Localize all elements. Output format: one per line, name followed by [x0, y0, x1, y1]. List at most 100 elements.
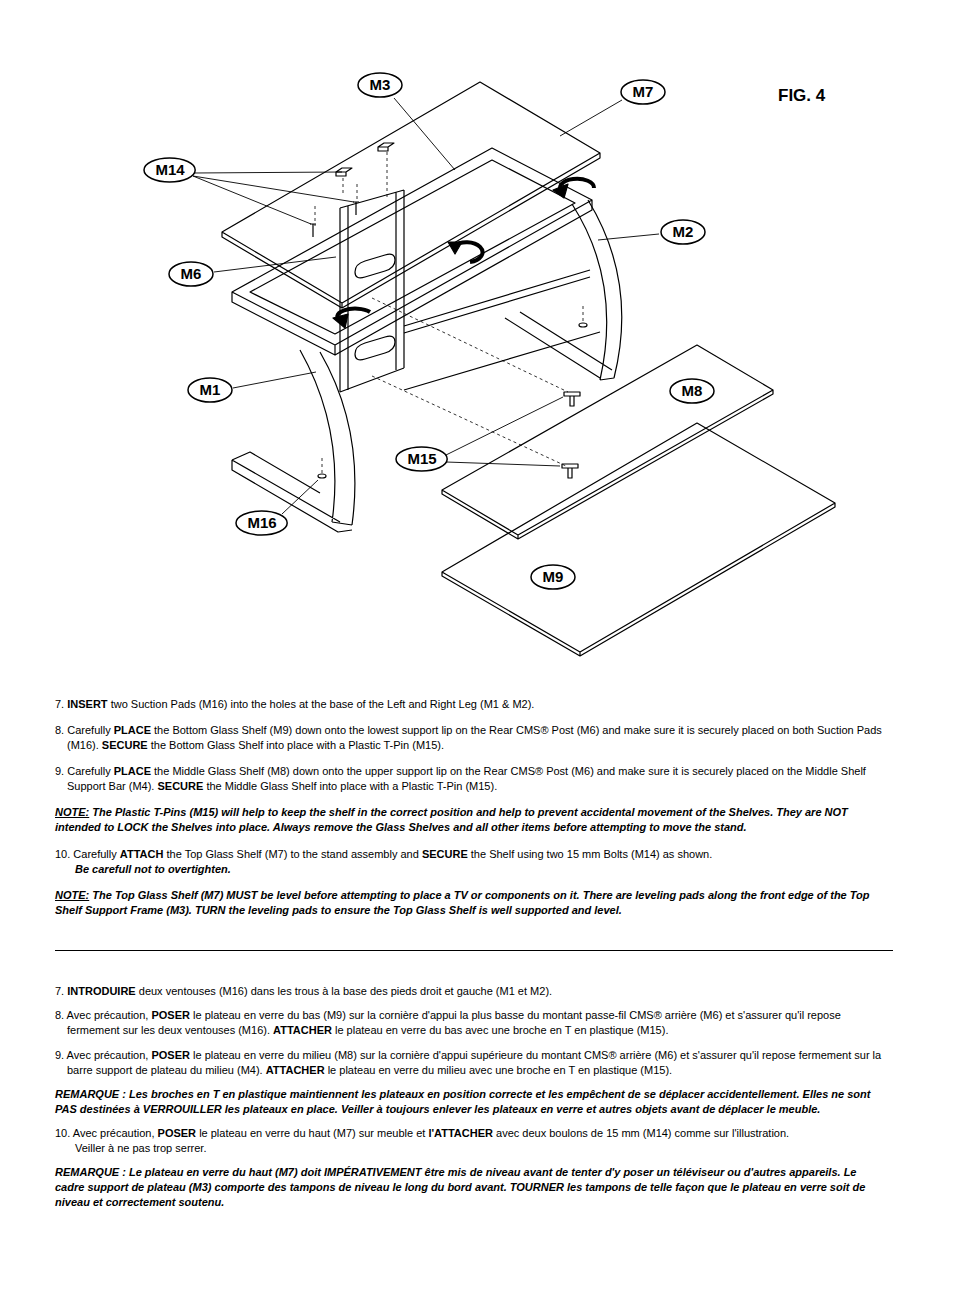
oval-shape — [531, 565, 575, 589]
oval-shape — [661, 220, 705, 244]
instruction-text: le plateau en verre du haut (M7) sur meu… — [199, 1127, 425, 1139]
section-divider — [55, 950, 893, 951]
instruction-paragraph: Veiller à ne pas trop serrer. — [75, 1141, 885, 1156]
instruction-text: le plateau en verre du bas avec une broc… — [335, 1024, 668, 1036]
left-leg — [232, 350, 355, 532]
instruction-paragraph: 9. Carefully PLACE the Middle Glass Shel… — [55, 764, 885, 794]
instruction-text: Veiller à ne pas trop serrer. — [75, 1142, 206, 1154]
callout-number: M9 — [530, 564, 576, 586]
callout-oval: M1 — [187, 377, 233, 403]
instruction-paragraph: 8. Avec précaution, POSER le plateau en … — [55, 1008, 885, 1038]
action-word: ATTACHER — [273, 1024, 332, 1036]
instruction-paragraph: 10. Avec précaution, POSER le plateau en… — [55, 1126, 885, 1141]
arrow-head — [553, 184, 568, 198]
callout-oval: M15 — [395, 446, 448, 472]
oval-shape — [188, 378, 232, 402]
action-word: l'ATTACHER — [428, 1127, 493, 1139]
instruction-paragraph: 10. Carefully ATTACH the Top Glass Shelf… — [55, 847, 885, 862]
note-text: NOTE: — [55, 889, 89, 901]
action-word: INSERT — [67, 698, 107, 710]
callout-number: M6 — [168, 261, 214, 283]
instruction-text: the Shelf using two 15 mm Bolts (M14) as… — [471, 848, 713, 860]
callout-oval: M9 — [530, 564, 576, 590]
oval-shape — [670, 379, 714, 403]
note-text: Be carefull not to overtighten. — [75, 863, 231, 875]
instruction-text: 8. Carefully — [55, 724, 111, 736]
callout-oval: M3 — [357, 72, 403, 98]
arrow-head — [333, 314, 348, 328]
rear-post — [340, 190, 404, 392]
bolt — [310, 202, 359, 237]
instruction-paragraph: REMARQUE : Le plateau en verre du haut (… — [55, 1165, 885, 1210]
action-word: POSER — [151, 1049, 190, 1061]
instruction-text: deux ventouses (M16) dans les trous à la… — [139, 985, 552, 997]
top-glass-shelf — [222, 82, 600, 308]
bottom-glass-shelf — [442, 423, 835, 656]
rotation-arrows — [333, 179, 594, 328]
instruction-text: the Bottom Glass Shelf into place with a… — [151, 739, 444, 751]
action-word: POSER — [158, 1127, 197, 1139]
instruction-text: 9. Carefully — [55, 765, 111, 777]
action-word: SECURE — [422, 848, 468, 860]
note-text: NOTE: — [55, 806, 89, 818]
oval-shape — [396, 447, 447, 471]
support-bar — [404, 270, 600, 390]
note-text: The Top Glass Shelf (M7) MUST be level b… — [55, 889, 870, 916]
callout-oval: M2 — [660, 219, 706, 245]
leveling-pad — [336, 143, 394, 176]
callout-number: M15 — [395, 446, 448, 468]
callout-number: M14 — [143, 157, 196, 179]
oval-shape — [236, 511, 287, 535]
callout-oval: M7 — [620, 79, 666, 105]
t-pin — [562, 392, 580, 478]
suction-pad — [579, 323, 587, 327]
suction-pad — [318, 474, 326, 478]
instruction-paragraph: 9. Avec précaution, POSER le plateau en … — [55, 1048, 885, 1078]
callout-oval: M8 — [669, 378, 715, 404]
action-word: ATTACHER — [266, 1064, 325, 1076]
callout-number: M8 — [669, 378, 715, 400]
instruction-paragraph: 7. INSERT two Suction Pads (M16) into th… — [55, 697, 885, 712]
post-outline — [340, 190, 404, 392]
instruction-paragraph: Be carefull not to overtighten. — [75, 862, 885, 877]
callout-oval: M14 — [143, 157, 196, 183]
instruction-text: the Middle Glass Shelf into place with a… — [206, 780, 497, 792]
oval-shape — [144, 158, 195, 182]
oval-shape — [358, 73, 402, 97]
figure-label: FIG. 4 — [778, 86, 825, 106]
callout-oval: M16 — [235, 510, 288, 536]
instruction-text: two Suction Pads (M16) into the holes at… — [111, 698, 535, 710]
callout-oval: M6 — [168, 261, 214, 287]
callout-number: M2 — [660, 219, 706, 241]
note-text: The Plastic T-Pins (M15) will help to ke… — [55, 806, 848, 833]
instruction-paragraph: REMARQUE : Les broches en T en plastique… — [55, 1087, 885, 1117]
oval-shape — [169, 262, 213, 286]
callout-number: M1 — [187, 377, 233, 399]
leg-outline — [232, 350, 355, 532]
glass-outline — [222, 82, 600, 308]
action-word: PLACE — [114, 724, 151, 736]
instruction-paragraph: 8. Carefully PLACE the Bottom Glass Shel… — [55, 723, 885, 753]
action-word: ATTACH — [120, 848, 164, 860]
instruction-text: 9. Avec précaution, — [55, 1049, 148, 1061]
oval-shape — [621, 80, 665, 104]
note-text: REMARQUE : Le plateau en verre du haut (… — [55, 1166, 865, 1208]
instruction-text: 10. Avec précaution, — [55, 1127, 154, 1139]
action-word: PLACE — [114, 765, 151, 777]
instruction-paragraph: 7. INTRODUIRE deux ventouses (M16) dans … — [55, 984, 885, 999]
instruction-paragraph: NOTE: The Plastic T-Pins (M15) will help… — [55, 805, 885, 835]
callout-number: M3 — [357, 72, 403, 94]
instruction-text: 7. — [55, 698, 64, 710]
callout-number: M7 — [620, 79, 666, 101]
leader-line — [193, 98, 659, 514]
callout-number: M16 — [235, 510, 288, 532]
instruction-paragraph: NOTE: The Top Glass Shelf (M7) MUST be l… — [55, 888, 885, 918]
action-word: INTRODUIRE — [67, 985, 135, 997]
instruction-text: avec deux boulons de 15 mm (M14) comme s… — [496, 1127, 789, 1139]
arrow-head — [448, 242, 462, 254]
instruction-text: le plateau en verre du milieu avec une b… — [328, 1064, 672, 1076]
action-word: SECURE — [157, 780, 203, 792]
instruction-text: 8. Avec précaution, — [55, 1009, 148, 1021]
instruction-text: the Top Glass Shelf (M7) to the stand as… — [166, 848, 418, 860]
